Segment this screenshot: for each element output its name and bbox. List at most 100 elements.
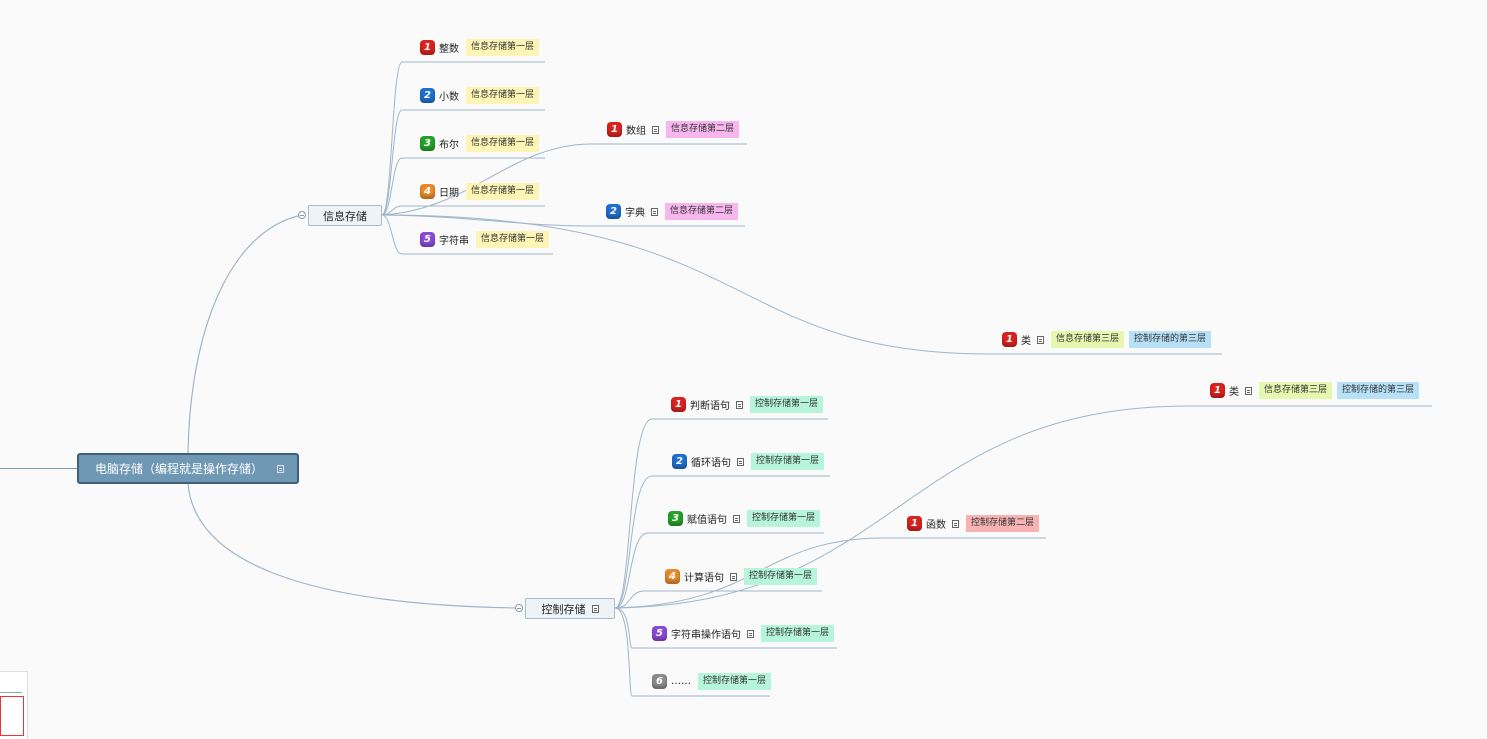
info-class-node[interactable]: 1 类 信息存储第三层 控制存储的第三层 (1002, 331, 1212, 348)
marker-tag: 控制存储的第三层 (1337, 382, 1420, 399)
marker-tag: 信息存储第一层 (466, 183, 540, 200)
topic-label: 小数 (439, 92, 459, 103)
info-item-date[interactable]: 4 日期 信息存储第一层 (420, 183, 540, 200)
control-item-loop[interactable]: 2 循环语句 控制存储第一层 (672, 453, 825, 470)
connector-root-control (187, 483, 520, 609)
marker-tag: 信息存储第三层 (1259, 382, 1333, 399)
priority-3-icon: 3 (668, 511, 683, 526)
topic-label: 日期 (439, 188, 459, 199)
note-icon[interactable] (652, 125, 659, 134)
connector-control-item (614, 532, 824, 609)
overview-minimap[interactable] (0, 671, 28, 739)
marker-tag: 控制存储第二层 (966, 515, 1040, 532)
connector-control-item (614, 590, 822, 609)
marker-tag: 信息存储第一层 (466, 87, 540, 104)
info-item-integer[interactable]: 1 整数 信息存储第一层 (420, 39, 540, 56)
note-icon[interactable] (651, 207, 658, 216)
priority-1-icon: 1 (607, 122, 622, 137)
priority-1-icon: 1 (420, 40, 435, 55)
control-class-node[interactable]: 1 类 信息存储第三层 控制存储的第三层 (1210, 382, 1420, 399)
control-item-calc[interactable]: 4 计算语句 控制存储第一层 (665, 568, 818, 585)
marker-tag: 信息存储第二层 (666, 121, 740, 138)
marker-tag: 控制存储第一层 (744, 568, 818, 585)
marker-tag: 控制存储第一层 (751, 453, 825, 470)
marker-tag: 控制存储第一层 (698, 673, 772, 690)
topic-label: 数组 (626, 126, 646, 137)
connector-control-item (614, 475, 830, 609)
main-topic-info-label: 信息存储 (323, 209, 367, 223)
priority-5-icon: 5 (652, 626, 667, 641)
info-item-boolean[interactable]: 3 布尔 信息存储第一层 (420, 135, 540, 152)
topic-label: 类 (1229, 387, 1239, 398)
connector-control-item (614, 607, 837, 649)
minimap-line (0, 692, 22, 693)
root-left-connector (0, 468, 77, 469)
connector-control-class (614, 405, 1432, 609)
connector-info-class (381, 214, 1222, 355)
marker-tag: 信息存储第一层 (466, 39, 540, 56)
note-icon[interactable] (952, 519, 959, 528)
main-topic-control[interactable]: 控制存储 (525, 598, 615, 619)
priority-5-icon: 5 (420, 232, 435, 247)
control-item-more[interactable]: 6 …… 控制存储第一层 (652, 673, 772, 690)
priority-4-icon: 4 (420, 184, 435, 199)
marker-tag: 控制存储的第三层 (1129, 331, 1212, 348)
priority-2-icon: 2 (672, 454, 687, 469)
control-item-assign[interactable]: 3 赋值语句 控制存储第一层 (668, 510, 821, 527)
collapse-toggle-control[interactable] (515, 604, 523, 612)
connector-info-item (381, 109, 545, 216)
topic-label: 整数 (439, 44, 459, 55)
topic-label: 字符串操作语句 (671, 630, 741, 641)
note-icon[interactable] (737, 457, 744, 466)
control-item-string-ops[interactable]: 5 字符串操作语句 控制存储第一层 (652, 625, 835, 642)
topic-label: 字典 (625, 208, 645, 219)
topic-label: 计算语句 (684, 573, 724, 584)
info-item-decimal[interactable]: 2 小数 信息存储第一层 (420, 87, 540, 104)
main-topic-control-label: 控制存储 (541, 602, 586, 616)
note-icon[interactable] (733, 514, 740, 523)
root-topic-label: 电脑存储（编程就是操作存储） (95, 462, 264, 476)
topic-label: 赋值语句 (687, 515, 727, 526)
marker-tag: 控制存储第一层 (761, 625, 835, 642)
note-icon[interactable] (736, 400, 743, 409)
connector-info-item (381, 214, 553, 255)
connector-info-item (381, 61, 545, 216)
topic-label: …… (671, 676, 691, 687)
topic-label: 字符串 (439, 236, 469, 247)
marker-tag: 信息存储第二层 (665, 203, 739, 220)
topic-label: 判断语句 (690, 401, 730, 412)
priority-2-icon: 2 (606, 204, 621, 219)
priority-6-icon: 6 (652, 674, 667, 689)
priority-1-icon: 1 (1210, 383, 1225, 398)
note-icon[interactable] (1037, 335, 1044, 344)
info-level2-dict[interactable]: 2 字典 信息存储第二层 (606, 203, 739, 220)
minimap-viewport[interactable] (0, 696, 24, 736)
control-item-if[interactable]: 1 判断语句 控制存储第一层 (671, 396, 824, 413)
priority-1-icon: 1 (1002, 332, 1017, 347)
marker-tag: 信息存储第三层 (1051, 331, 1125, 348)
priority-1-icon: 1 (907, 516, 922, 531)
topic-label: 循环语句 (691, 458, 731, 469)
priority-4-icon: 4 (665, 569, 680, 584)
control-func-node[interactable]: 1 函数 控制存储第二层 (907, 515, 1040, 532)
note-icon[interactable] (1245, 386, 1252, 395)
info-level2-array[interactable]: 1 数组 信息存储第二层 (607, 121, 740, 138)
connector-info-item (381, 157, 545, 216)
connector-control-item (614, 607, 770, 697)
info-item-string[interactable]: 5 字符串 信息存储第一层 (420, 231, 550, 248)
marker-tag: 信息存储第一层 (476, 231, 550, 248)
note-icon[interactable] (730, 572, 737, 581)
main-topic-info[interactable]: 信息存储 (308, 205, 382, 226)
root-topic[interactable]: 电脑存储（编程就是操作存储） (77, 453, 299, 484)
note-icon[interactable] (277, 464, 285, 473)
connector-info-item (381, 205, 545, 216)
topic-label: 类 (1021, 336, 1031, 347)
connector-root-info (187, 214, 303, 454)
topic-label: 函数 (926, 520, 946, 531)
marker-tag: 控制存储第一层 (747, 510, 821, 527)
priority-2-icon: 2 (420, 88, 435, 103)
note-icon[interactable] (591, 604, 599, 613)
collapse-toggle-info[interactable] (298, 211, 306, 219)
note-icon[interactable] (747, 629, 754, 638)
connector-control-item (614, 418, 828, 609)
